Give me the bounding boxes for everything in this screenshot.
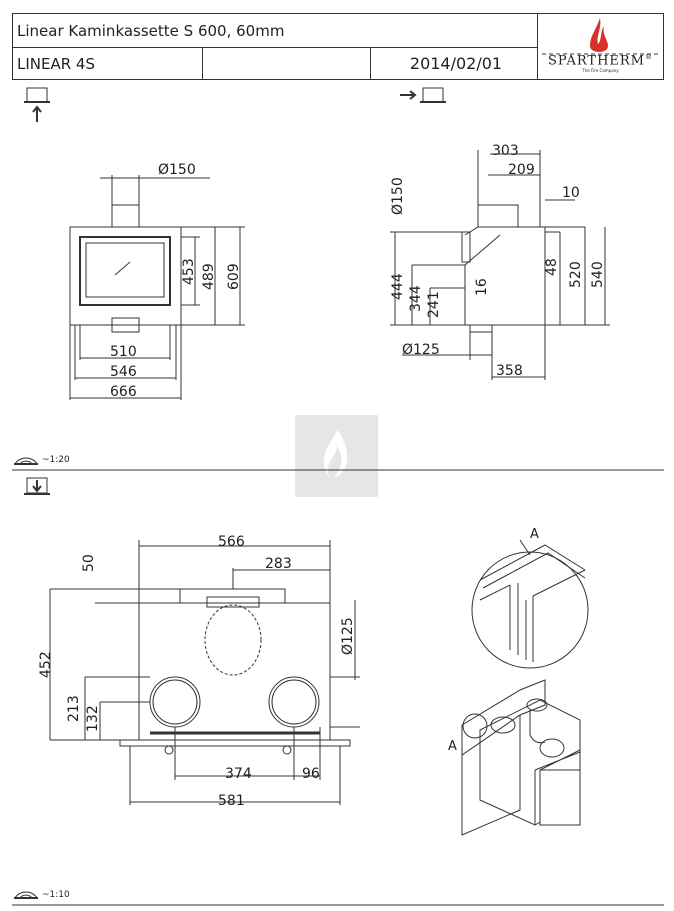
svg-text:213: 213 <box>66 695 82 722</box>
svg-text:241: 241 <box>426 291 442 318</box>
dim-front-flue: Ø150 <box>158 162 196 178</box>
drawing-date: 2014/02/01 <box>409 54 503 73</box>
scale-label-top: ~1:20 <box>42 455 70 465</box>
svg-text:566: 566 <box>218 534 245 550</box>
flame-logo-icon <box>542 18 660 55</box>
svg-text:609: 609 <box>226 263 242 290</box>
model-name: LINEAR 4S <box>17 54 95 73</box>
scale-label-bottom: ~1:10 <box>42 890 70 900</box>
svg-text:540: 540 <box>590 261 606 288</box>
svg-text:283: 283 <box>265 556 292 572</box>
logo-cell: SPARTHERM® The Fire Company <box>537 13 664 80</box>
detail-callout-a: A <box>448 739 457 754</box>
logo-tagline: The Fire Company <box>582 68 619 73</box>
svg-text:374: 374 <box>225 766 252 782</box>
top-view-icon <box>24 477 50 495</box>
svg-text:489: 489 <box>201 263 217 290</box>
svg-text:Ø125: Ø125 <box>402 342 440 358</box>
svg-text:Ø150: Ø150 <box>390 177 406 215</box>
svg-text:666: 666 <box>110 384 137 400</box>
detail-a <box>471 539 589 669</box>
watermark-flame-icon <box>323 430 348 478</box>
svg-text:546: 546 <box>110 364 137 380</box>
protractor-icon <box>14 457 38 465</box>
svg-text:520: 520 <box>568 261 584 288</box>
svg-text:358: 358 <box>496 363 523 379</box>
svg-text:Ø125: Ø125 <box>340 617 356 655</box>
svg-text:209: 209 <box>508 162 535 178</box>
side-view-icon <box>400 87 446 103</box>
svg-text:581: 581 <box>218 793 245 809</box>
side-view <box>390 150 610 380</box>
logo-brand: SPARTHERM <box>547 53 645 68</box>
svg-text:96: 96 <box>302 766 320 782</box>
svg-text:344: 344 <box>408 285 424 312</box>
protractor-icon <box>14 891 38 899</box>
svg-text:50: 50 <box>81 554 97 572</box>
watermark <box>295 415 378 497</box>
svg-text:452: 452 <box>38 651 54 678</box>
svg-text:132: 132 <box>85 705 101 732</box>
svg-text:48: 48 <box>544 258 560 276</box>
isometric-view <box>461 679 581 836</box>
front-view <box>69 175 245 400</box>
detail-label-a: A <box>530 527 539 542</box>
drawing-title: Linear Kaminkassette S 600, 60mm <box>17 21 285 40</box>
svg-text:10: 10 <box>562 185 580 201</box>
svg-text:16: 16 <box>474 278 490 296</box>
svg-text:510: 510 <box>110 344 137 360</box>
svg-text:303: 303 <box>492 143 519 159</box>
front-view-icon <box>24 87 50 122</box>
top-view <box>49 540 360 805</box>
svg-text:453: 453 <box>181 258 197 285</box>
svg-text:444: 444 <box>390 273 406 300</box>
